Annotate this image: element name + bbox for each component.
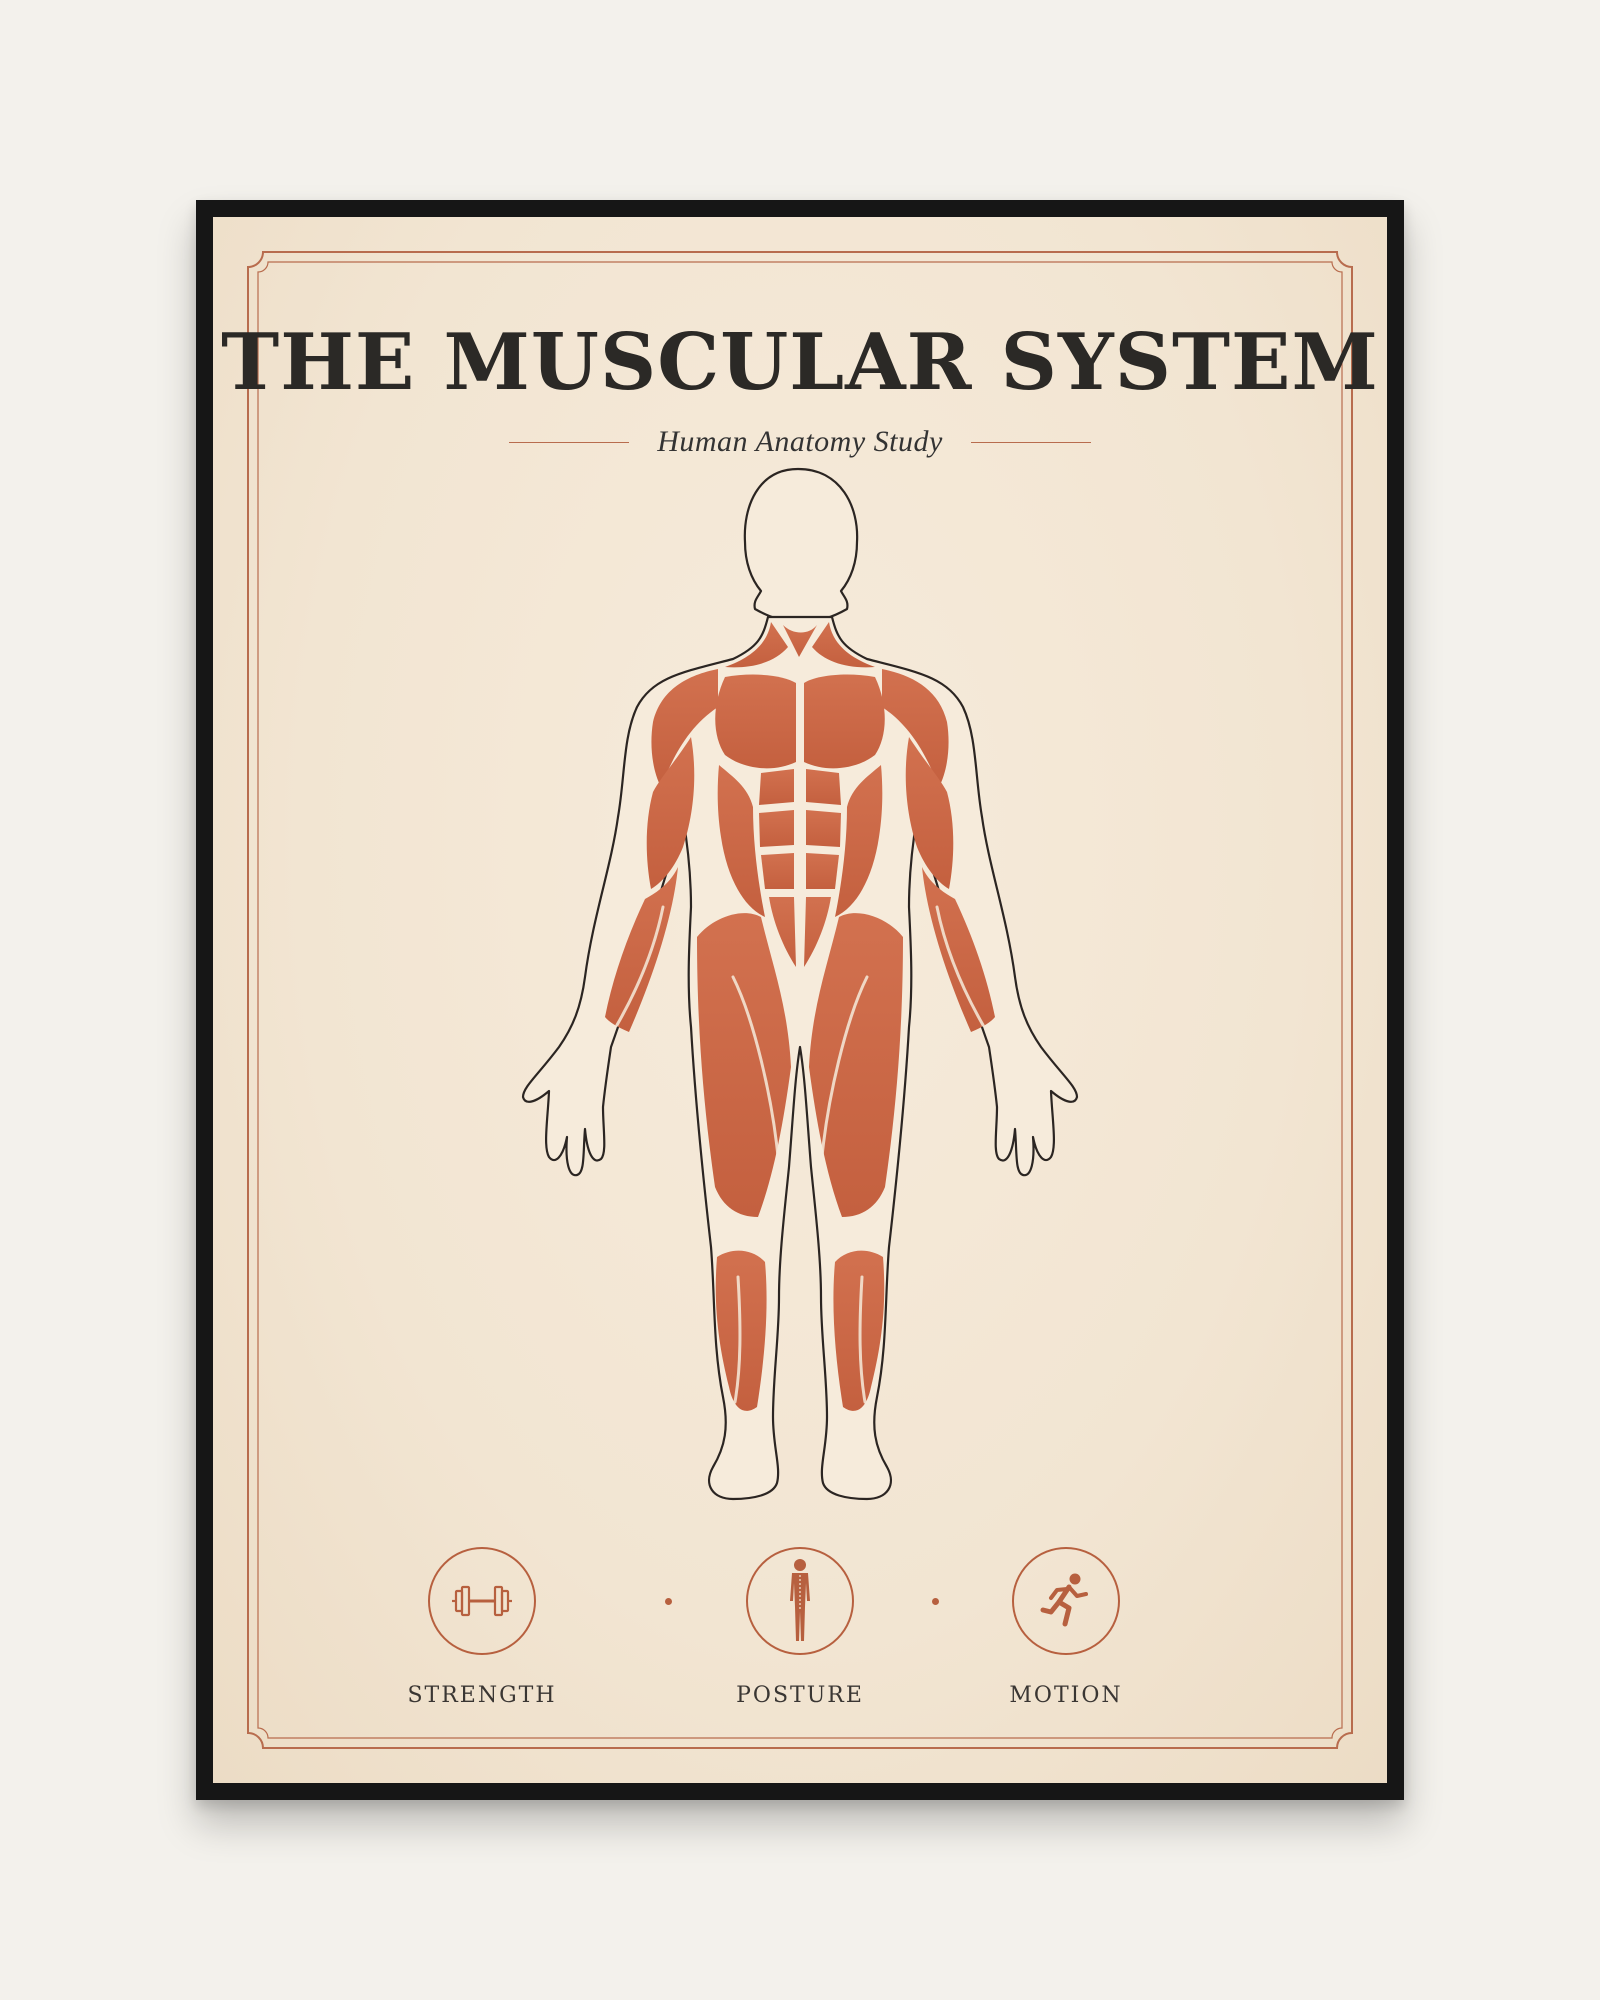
subtitle-rule-left [509, 441, 630, 443]
features-row: STRENGTH POSTURE [213, 1547, 1387, 1708]
strength-icon-circle [428, 1547, 536, 1655]
running-person-icon [1040, 1573, 1088, 1627]
feature-strength-label: STRENGTH [407, 1683, 557, 1708]
decorative-border [247, 251, 1353, 1749]
dumbbell-icon [452, 1585, 512, 1617]
ab-2-left [759, 810, 794, 847]
poster-subtitle: Human Anatomy Study [657, 425, 943, 458]
deltoid-right [882, 669, 949, 787]
poster-paper: THE MUSCULAR SYSTEM Human Anatomy Study [213, 217, 1387, 1783]
subtitle-row: Human Anatomy Study [213, 425, 1387, 459]
biceps-left [646, 737, 695, 889]
poster-frame: THE MUSCULAR SYSTEM Human Anatomy Study [196, 200, 1404, 1800]
pectoral-right [804, 674, 885, 769]
oblique-right [835, 765, 883, 917]
motion-icon-circle [1012, 1547, 1120, 1655]
feature-strength: STRENGTH [372, 1547, 592, 1708]
trapezius-left [725, 622, 788, 668]
separator-dot [932, 1598, 939, 1605]
feature-motion-label: MOTION [1009, 1683, 1123, 1708]
trapezius-right [812, 622, 875, 668]
feature-posture-label: POSTURE [736, 1683, 864, 1708]
ab-3-left [761, 853, 794, 889]
separator-dot [665, 1598, 672, 1605]
subtitle-rule-right [970, 441, 1091, 443]
posture-icon-circle [746, 1547, 854, 1655]
ab-1-right [806, 769, 841, 805]
ab-lower [769, 897, 831, 967]
muscle-groups [605, 622, 995, 1411]
feature-motion: MOTION [956, 1547, 1176, 1708]
oblique-left [717, 765, 765, 917]
forearm-left [605, 867, 678, 1032]
forearm-right [922, 867, 995, 1032]
ab-3-right [806, 853, 839, 889]
ab-1-left [759, 769, 794, 805]
thigh-right-outer [809, 913, 903, 1217]
poster-title: THE MUSCULAR SYSTEM [221, 317, 1379, 408]
muscle-separation-lines [615, 675, 985, 1404]
biceps-right [905, 737, 954, 889]
thigh-left-outer [697, 913, 791, 1217]
neck-muscle [783, 625, 817, 657]
ab-2-right [806, 810, 841, 847]
deltoid-left [651, 669, 718, 787]
human-figure-icon [790, 1559, 810, 1641]
head-outline [743, 467, 859, 624]
feature-posture: POSTURE [690, 1547, 910, 1708]
pectoral-left [715, 674, 796, 769]
muscle-figure-illustration [521, 467, 1079, 1501]
